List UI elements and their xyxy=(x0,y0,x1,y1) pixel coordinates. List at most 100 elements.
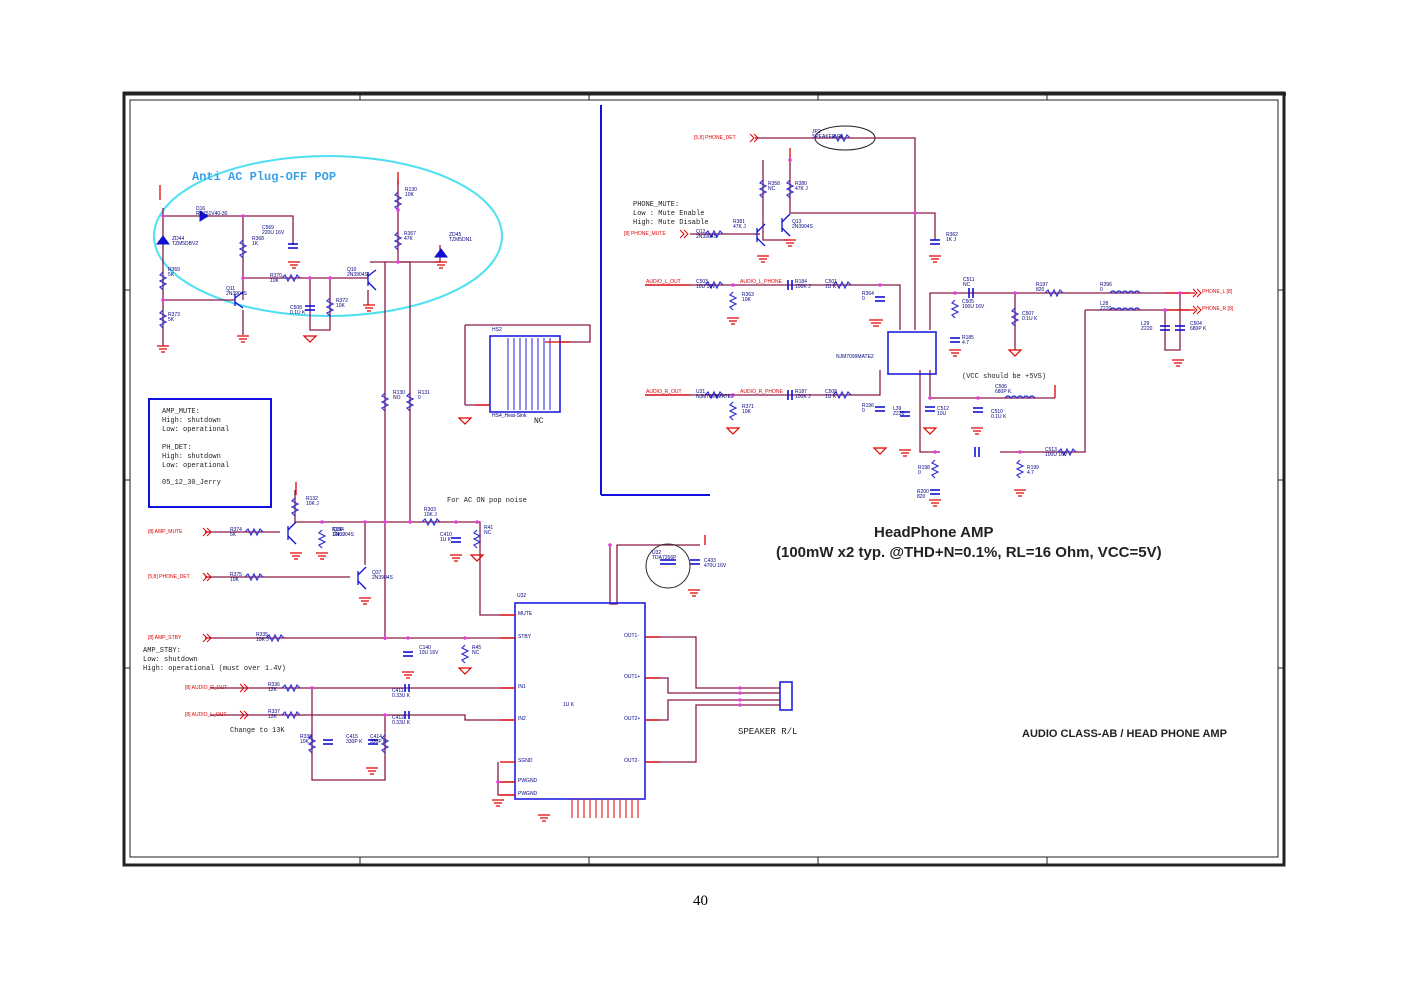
component-value: 1U K xyxy=(440,537,452,543)
ground-icon xyxy=(316,552,328,560)
ground-icon xyxy=(450,554,462,562)
transistor-q11 xyxy=(234,291,244,309)
component-value: 0 xyxy=(862,408,865,414)
component-value: 5K xyxy=(168,272,175,278)
note-line: High: shutdown xyxy=(162,417,221,425)
component-ref: U32 xyxy=(652,550,662,556)
net-audio-r-out-right[interactable]: AUDIO_R_OUT xyxy=(646,389,682,395)
component-ref: R396 xyxy=(1100,282,1112,288)
resistor-r199 xyxy=(930,459,940,479)
heatsink-hs2 xyxy=(489,335,561,413)
resistor-r362 xyxy=(704,229,724,239)
component-value: 5K xyxy=(168,317,175,323)
capacitor-c503 xyxy=(930,239,940,245)
ground-icon xyxy=(929,499,941,507)
ground-icon xyxy=(784,239,796,247)
component-value: 1K J xyxy=(946,237,957,243)
sheet-frame xyxy=(122,91,1286,867)
component-value: 10U 16V xyxy=(419,650,439,656)
resistor-r370 xyxy=(281,273,301,283)
vcc-note: (VCC should be +5VS) xyxy=(962,373,1047,381)
ground-icon xyxy=(359,597,371,605)
ground-icon xyxy=(929,255,941,263)
component-ref: R187 xyxy=(795,389,807,395)
note-line: 05_12_30_Jerry xyxy=(162,479,221,487)
component-value: 2N3904S xyxy=(696,234,717,240)
transistors xyxy=(234,213,791,590)
ground-icon xyxy=(402,671,414,679)
ac-on-note: For AC ON pop noise xyxy=(447,497,527,505)
u32-pin-sgnd: SGND xyxy=(518,758,533,764)
capacitor-c569 xyxy=(288,243,298,249)
component-ref: JP2 xyxy=(812,129,821,135)
component-value: 0 xyxy=(418,395,421,401)
hs2-part: HS4_Heat-Sink xyxy=(492,413,527,419)
connector-jp2 xyxy=(779,681,793,711)
phone-mute-note-line: High: Mute Disable xyxy=(633,219,709,227)
component-value: 10K xyxy=(405,192,414,198)
component-value: RB751V40-30 xyxy=(196,211,228,217)
component-value: NJM7099MATE2 xyxy=(696,394,734,400)
net-audio-l-out[interactable]: [8] AUDIO_L_OUT xyxy=(185,712,227,718)
resistor-r369 xyxy=(158,271,168,291)
net-phone-det-right[interactable]: [5,8] PHONE_DET xyxy=(694,135,736,141)
u31-part: NJM7099MATE2 xyxy=(836,354,874,360)
capacitor-c508 xyxy=(305,305,315,311)
ground-icon xyxy=(922,427,938,435)
resistor-r336 xyxy=(281,683,301,693)
u32-pin-pwgnd2: PWGND xyxy=(518,791,538,797)
capacitor-c433 xyxy=(660,559,676,565)
ground-icon xyxy=(492,799,504,807)
resistor-r373 xyxy=(158,309,168,329)
net-audio-l-out-right[interactable]: AUDIO_L_OUT xyxy=(646,279,681,285)
net-amp-mute[interactable]: [8] AMP_MUTE xyxy=(148,529,183,535)
net-phone-det[interactable]: [5,8] PHONE_DET xyxy=(148,574,190,580)
resistor-r375 xyxy=(244,572,264,582)
net-phone-mute[interactable]: [8] PHONE_MUTE xyxy=(624,231,666,237)
component-value: 10K J xyxy=(424,512,437,518)
net-phone-r[interactable]: PHONE_R [8] xyxy=(1202,306,1234,312)
net-phone-l[interactable]: PHONE_L [8] xyxy=(1202,289,1233,295)
net-audio-r-out[interactable]: [8] AUDIO_R_OUT xyxy=(185,685,228,691)
component-ref: R374 xyxy=(230,527,242,533)
amp-stby-note-line: Low: shutdown xyxy=(143,656,198,664)
component-value: TZM5DBV2 xyxy=(172,241,199,247)
component-ref: ZD45 xyxy=(449,232,462,238)
component-ref: C506 xyxy=(995,384,1007,390)
ground-icon xyxy=(457,667,473,675)
component-value: 0 xyxy=(1100,287,1103,293)
resistor-r132 xyxy=(290,497,300,517)
ground-icon xyxy=(457,417,473,425)
component-ref: R131 xyxy=(418,390,430,396)
net-amp-stby[interactable]: [8] AMP_STBY xyxy=(148,635,182,641)
component-ref: R338 xyxy=(300,734,312,740)
capacitor-c507 xyxy=(950,337,960,343)
component-value: 1U K xyxy=(825,394,837,400)
component-ref: U31 xyxy=(696,389,706,395)
diode-d16 xyxy=(199,210,209,222)
inductor-l39 xyxy=(1004,395,1036,399)
component-value: 0 xyxy=(862,296,865,302)
component-value: 820 xyxy=(917,494,926,500)
